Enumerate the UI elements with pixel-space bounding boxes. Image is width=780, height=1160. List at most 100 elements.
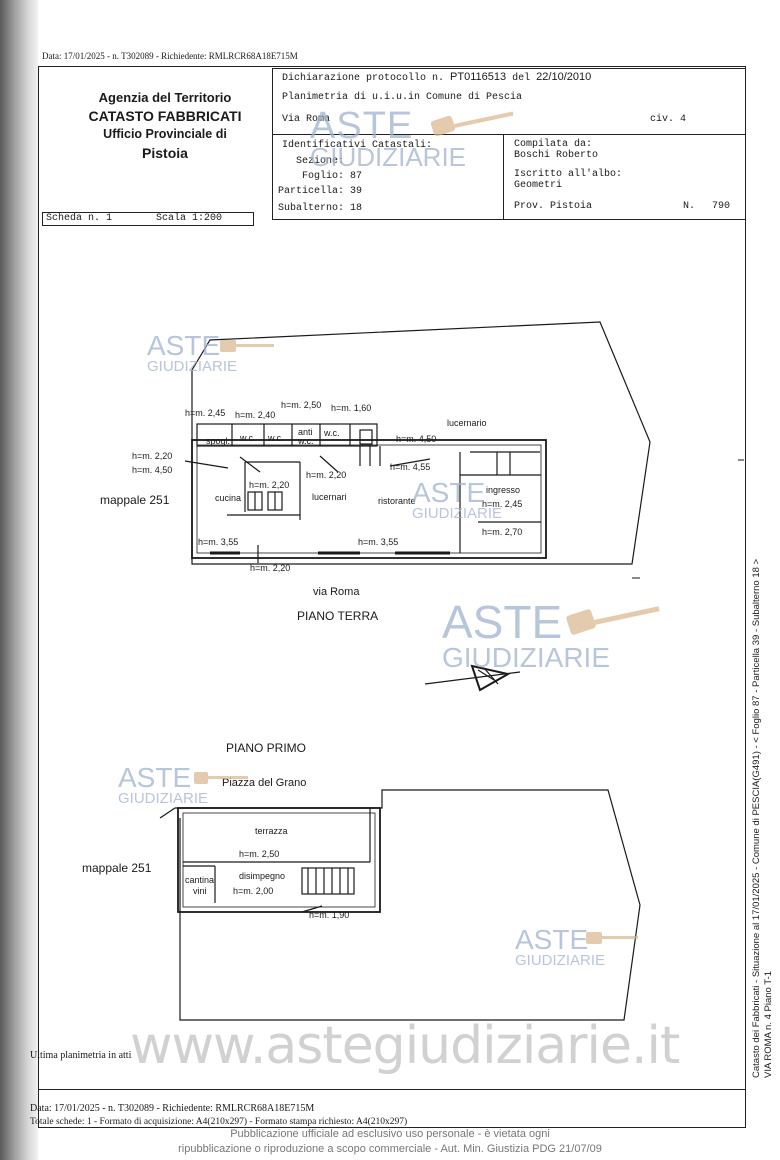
room-anti: anti: [298, 427, 313, 437]
room-wc-1: w.c.: [240, 433, 256, 443]
footer-stamp: Data: 17/01/2025 - n. T302089 - Richiede…: [30, 1103, 315, 1114]
watermark-aste-text: ASTE: [118, 762, 192, 793]
room-disimpegno: disimpegno: [239, 871, 286, 881]
footer-totale: Totale schede: 1 - Formato di acquisizio…: [30, 1117, 408, 1127]
room-terrazza: terrazza: [255, 826, 288, 836]
compilata-value: Boschi Roberto: [514, 150, 599, 161]
watermark-aste-text: ASTE: [515, 924, 589, 955]
room-spogl: spogl.: [206, 436, 231, 446]
watermark-aste: ASTE GIUDIZIARIE: [442, 596, 610, 672]
sheet-frame: [38, 66, 746, 1128]
gavel-icon: [236, 344, 274, 347]
title-piano-primo: PIANO PRIMO: [226, 741, 307, 755]
height-label: h=m. 2,70: [482, 527, 523, 537]
height-label: h=m. 2,50: [239, 849, 280, 859]
gavel-icon: [430, 115, 456, 137]
scheda-box: [42, 212, 254, 226]
street-primo: Piazza del Grano: [222, 777, 307, 789]
watermark-aste-text: ASTE: [147, 330, 221, 361]
agency-ufficio: Ufficio Provinciale di: [103, 127, 227, 141]
iscritto-label: Iscritto all'albo:: [514, 169, 623, 180]
room-wc-2: w.c.: [268, 433, 284, 443]
gavel-icon: [566, 609, 596, 635]
mappale-terra: mappale 251: [100, 493, 170, 507]
side-text-2: VIA ROMA n. 4 Piano T-1: [763, 970, 774, 1078]
header-vdivider: [503, 134, 504, 220]
mappale-primo: mappale 251: [82, 861, 152, 875]
dichiarazione-label: Dichiarazione protocollo n.: [282, 73, 445, 84]
height-label: h=m. 2,40: [235, 410, 276, 420]
compilata-label: Compilata da:: [514, 139, 593, 150]
agency-catasto: CATASTO FABBRICATI: [88, 108, 242, 124]
scheda-label: Scheda n. 1: [46, 213, 113, 224]
height-label: h=m. 2,45: [185, 408, 226, 418]
watermark-aste: ASTE GIUDIZIARIE: [118, 762, 209, 807]
room-wc-3: w.c.: [298, 436, 314, 446]
watermark-aste-text: ASTE: [412, 477, 486, 508]
height-label: h=m. 3,55: [358, 537, 399, 547]
gavel-icon: [586, 932, 602, 944]
height-label: h=m. 4,50: [396, 434, 437, 444]
scala-label: Scala 1:200: [156, 213, 223, 224]
watermark-aste: ASTE GIUDIZIARIE: [310, 107, 467, 172]
lot-outline-terra: [191, 321, 651, 565]
protocollo-date: 22/10/2010: [536, 71, 592, 83]
watermark-giudiziarie-text: GIUDIZIARIE: [310, 142, 467, 172]
height-label: h=m. 2,20: [306, 470, 347, 480]
header-divider: [272, 134, 746, 135]
albo-value: Geometri: [514, 180, 563, 191]
height-label: h=m. 2,00: [233, 886, 274, 896]
room-cantina: cantina: [185, 875, 215, 885]
del-label: del: [512, 73, 531, 84]
header-box: [272, 68, 746, 220]
height-label: h=m. 2,20: [250, 563, 291, 573]
room-vini: vini: [193, 886, 207, 896]
agency-block: Agenzia del Territorio CATASTO FABBRICAT…: [60, 90, 270, 161]
civ-line: civ. 4: [650, 114, 687, 125]
room-wc-4: w.c.: [324, 428, 340, 438]
planimetria-line: Planimetria di u.i.u.in Comune di Pescia: [282, 92, 523, 103]
height-label: h=m. 1,90: [309, 910, 350, 920]
top-stamp: Data: 17/01/2025 - n. T302089 - Richiede…: [42, 51, 298, 61]
height-label: h=m. 4,55: [390, 462, 431, 472]
room-ingresso: ingresso: [486, 485, 521, 495]
watermark-aste-text: ASTE: [442, 596, 563, 648]
subalterno-value: 18: [350, 203, 363, 214]
wc-block: [196, 423, 378, 447]
identificativi-label: Identificativi Catastali:: [282, 140, 433, 151]
watermark-aste: ASTE GIUDIZIARIE: [412, 477, 502, 522]
room-lucernario: lucernario: [447, 418, 487, 428]
watermark-aste: ASTE GIUDIZIARIE: [515, 924, 606, 969]
watermark-giudiziarie-text: GIUDIZIARIE: [118, 790, 209, 807]
via-line: Via Roma: [282, 114, 331, 125]
height-label: h=m. 3,55: [198, 537, 239, 547]
protocollo-line: Dichiarazione protocollo n. PT0116513 de…: [282, 71, 591, 84]
foglio-value: 87: [350, 171, 363, 182]
watermark-giudiziarie-text: GIUDIZIARIE: [147, 358, 238, 375]
particella-line: Particella: 39: [278, 186, 362, 197]
foglio-line: Foglio: 87: [302, 171, 362, 182]
prov-label: Prov. Pistoia: [514, 201, 593, 212]
gavel-icon: [602, 936, 638, 939]
height-label: h=m. 2,50: [281, 400, 322, 410]
side-text-1: Catasto dei Fabbricati - Situazione al 1…: [751, 558, 762, 1078]
sezione-label: Sezione:: [296, 156, 345, 167]
height-label: h=m. 2,20: [132, 451, 173, 461]
gavel-icon: [220, 340, 236, 352]
height-label: h=m. 2,20: [249, 480, 290, 490]
agency-province: Pistoia: [142, 145, 188, 161]
watermark-site: www.astegiudiziarie.it: [130, 1016, 680, 1076]
n-label: N.: [683, 201, 696, 212]
street-terra: via Roma: [313, 586, 360, 598]
disclaimer-line-2: ripubblicazione o riproduzione a scopo c…: [178, 1143, 602, 1155]
disclaimer-line-1: Pubblicazione ufficiale ad esclusivo uso…: [230, 1128, 550, 1140]
watermark-giudiziarie-text: GIUDIZIARIE: [515, 952, 606, 969]
footer-divider: [38, 1089, 746, 1090]
ultima-planimetria: Ultima planimetria in atti: [30, 1050, 132, 1061]
gavel-icon: [594, 606, 660, 625]
particella-label: Particella:: [278, 186, 345, 197]
subalterno-label: Subalterno:: [278, 203, 345, 214]
foglio-label: Foglio:: [302, 171, 345, 182]
